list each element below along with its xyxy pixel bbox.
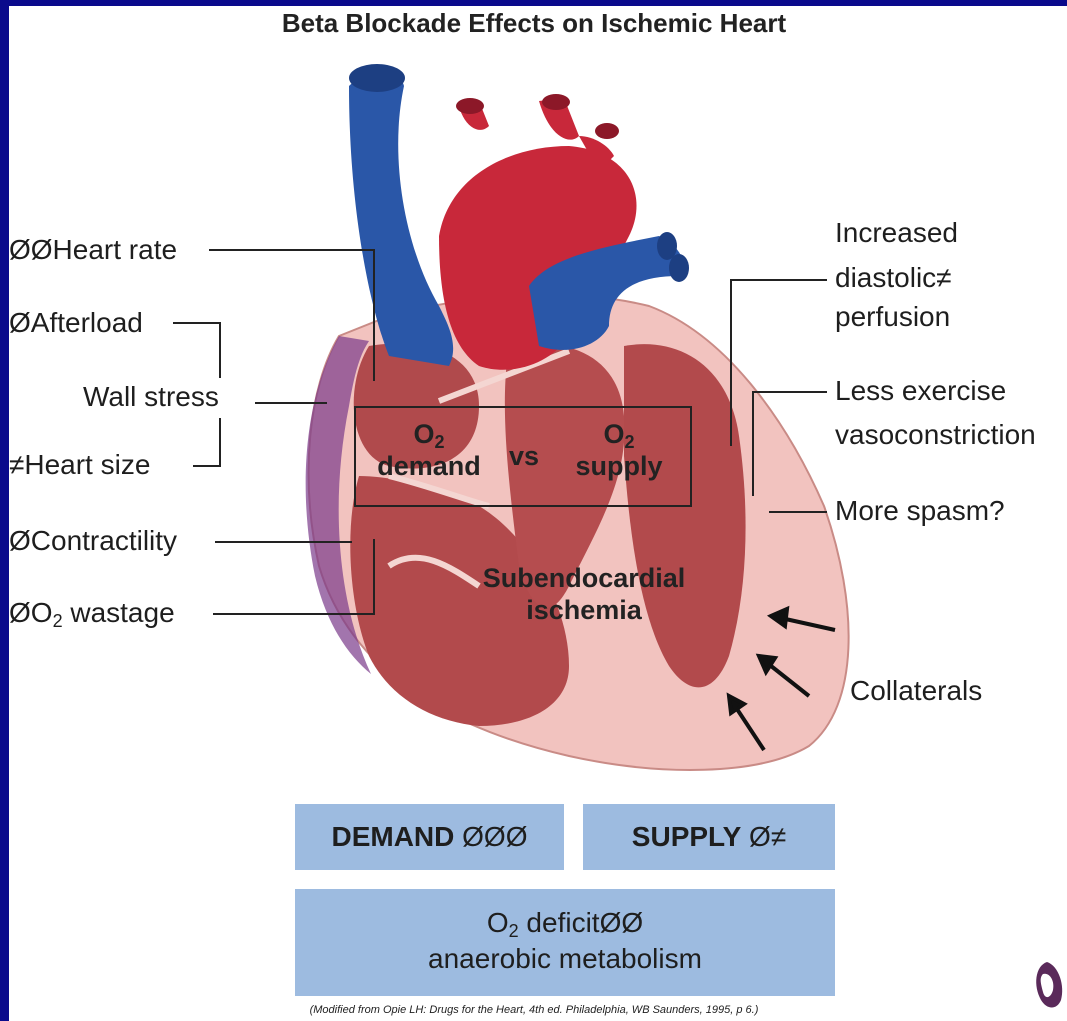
- superior-vena-cava: [349, 71, 453, 366]
- heart-size-label: ≠Heart size: [9, 448, 150, 482]
- slide-panel: Beta Blockade Effects on Ischemic Heart: [9, 6, 1067, 1021]
- vs-label: vs: [499, 440, 549, 472]
- vasoconstriction-label: vasoconstriction: [835, 418, 1036, 452]
- deficit-box: O2 deficitØØ anaerobic metabolism: [295, 889, 835, 996]
- demand-box: DEMAND ØØØ: [295, 804, 564, 870]
- citation: (Modified from Opie LH: Drugs for the He…: [9, 1004, 1059, 1016]
- o2-wastage-label: ØO2 wastage: [9, 596, 175, 630]
- afterload-label: ØAfterload: [9, 306, 143, 340]
- contractility-label: ØContractility: [9, 524, 177, 558]
- increased-label: Increased: [835, 216, 958, 250]
- collaterals-label: Collaterals: [850, 674, 982, 708]
- more-spasm-label: More spasm?: [835, 494, 1005, 528]
- publisher-logo: [1027, 956, 1067, 1014]
- ischemia-label: Subendocardial ischemia: [459, 562, 709, 626]
- o2-supply-label: O2 supply: [554, 418, 684, 482]
- diastolic-label: diastolic≠: [835, 261, 952, 295]
- o2-demand-label: O2 demand: [364, 418, 494, 482]
- wall-stress-label: Wall stress: [83, 380, 219, 414]
- heart-rate-label: ØØHeart rate: [9, 233, 177, 267]
- supply-box: SUPPLY Ø≠: [583, 804, 835, 870]
- less-exercise-label: Less exercise: [835, 374, 1006, 408]
- perfusion-label: perfusion: [835, 300, 950, 334]
